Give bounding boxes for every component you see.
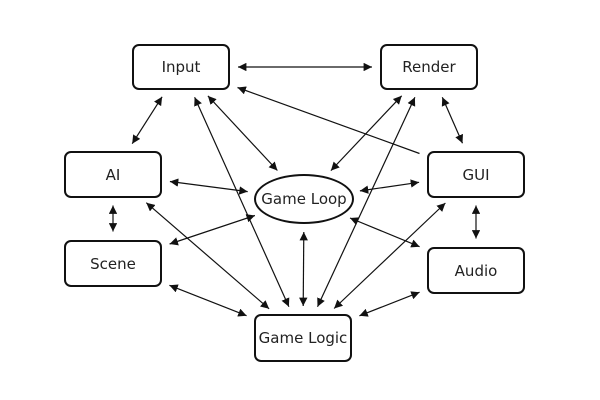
node-gui: GUI bbox=[427, 151, 525, 198]
edge-ai-game-logic bbox=[145, 202, 270, 310]
edge-gui-game-logic bbox=[333, 202, 446, 309]
node-game-loop: Game Loop bbox=[254, 174, 354, 224]
edge-input-game-loop bbox=[207, 95, 278, 171]
node-input: Input bbox=[132, 44, 230, 90]
edge-game-loop-audio bbox=[349, 217, 420, 248]
edge-audio-game-logic bbox=[359, 291, 420, 317]
node-ai: AI bbox=[64, 151, 162, 198]
edge-input-gui bbox=[237, 86, 420, 155]
node-render: Render bbox=[380, 44, 478, 90]
edge-render-game-logic bbox=[316, 97, 416, 307]
edge-input-game-logic bbox=[194, 97, 290, 307]
node-scene: Scene bbox=[64, 240, 162, 287]
edge-render-game-loop bbox=[330, 95, 403, 172]
edge-input-ai bbox=[131, 96, 163, 145]
edge-scene-game-logic bbox=[169, 284, 247, 317]
edge-game-loop-game-logic bbox=[299, 231, 308, 307]
node-ai-label: AI bbox=[105, 165, 121, 184]
node-audio: Audio bbox=[427, 247, 525, 294]
node-game-logic-label: Game Logic bbox=[258, 329, 348, 347]
edge-gui-game-loop bbox=[359, 179, 420, 194]
node-game-logic: Game Logic bbox=[254, 314, 352, 362]
node-scene-label: Scene bbox=[90, 254, 136, 273]
node-gui-label: GUI bbox=[462, 165, 490, 184]
edge-game-loop-scene bbox=[169, 214, 256, 246]
node-game-loop-label: Game Loop bbox=[261, 190, 347, 208]
node-audio-label: Audio bbox=[454, 261, 498, 280]
node-render-label: Render bbox=[402, 58, 456, 76]
edge-ai-game-loop bbox=[169, 178, 248, 195]
edge-render-gui bbox=[441, 97, 464, 144]
node-input-label: Input bbox=[161, 58, 201, 76]
